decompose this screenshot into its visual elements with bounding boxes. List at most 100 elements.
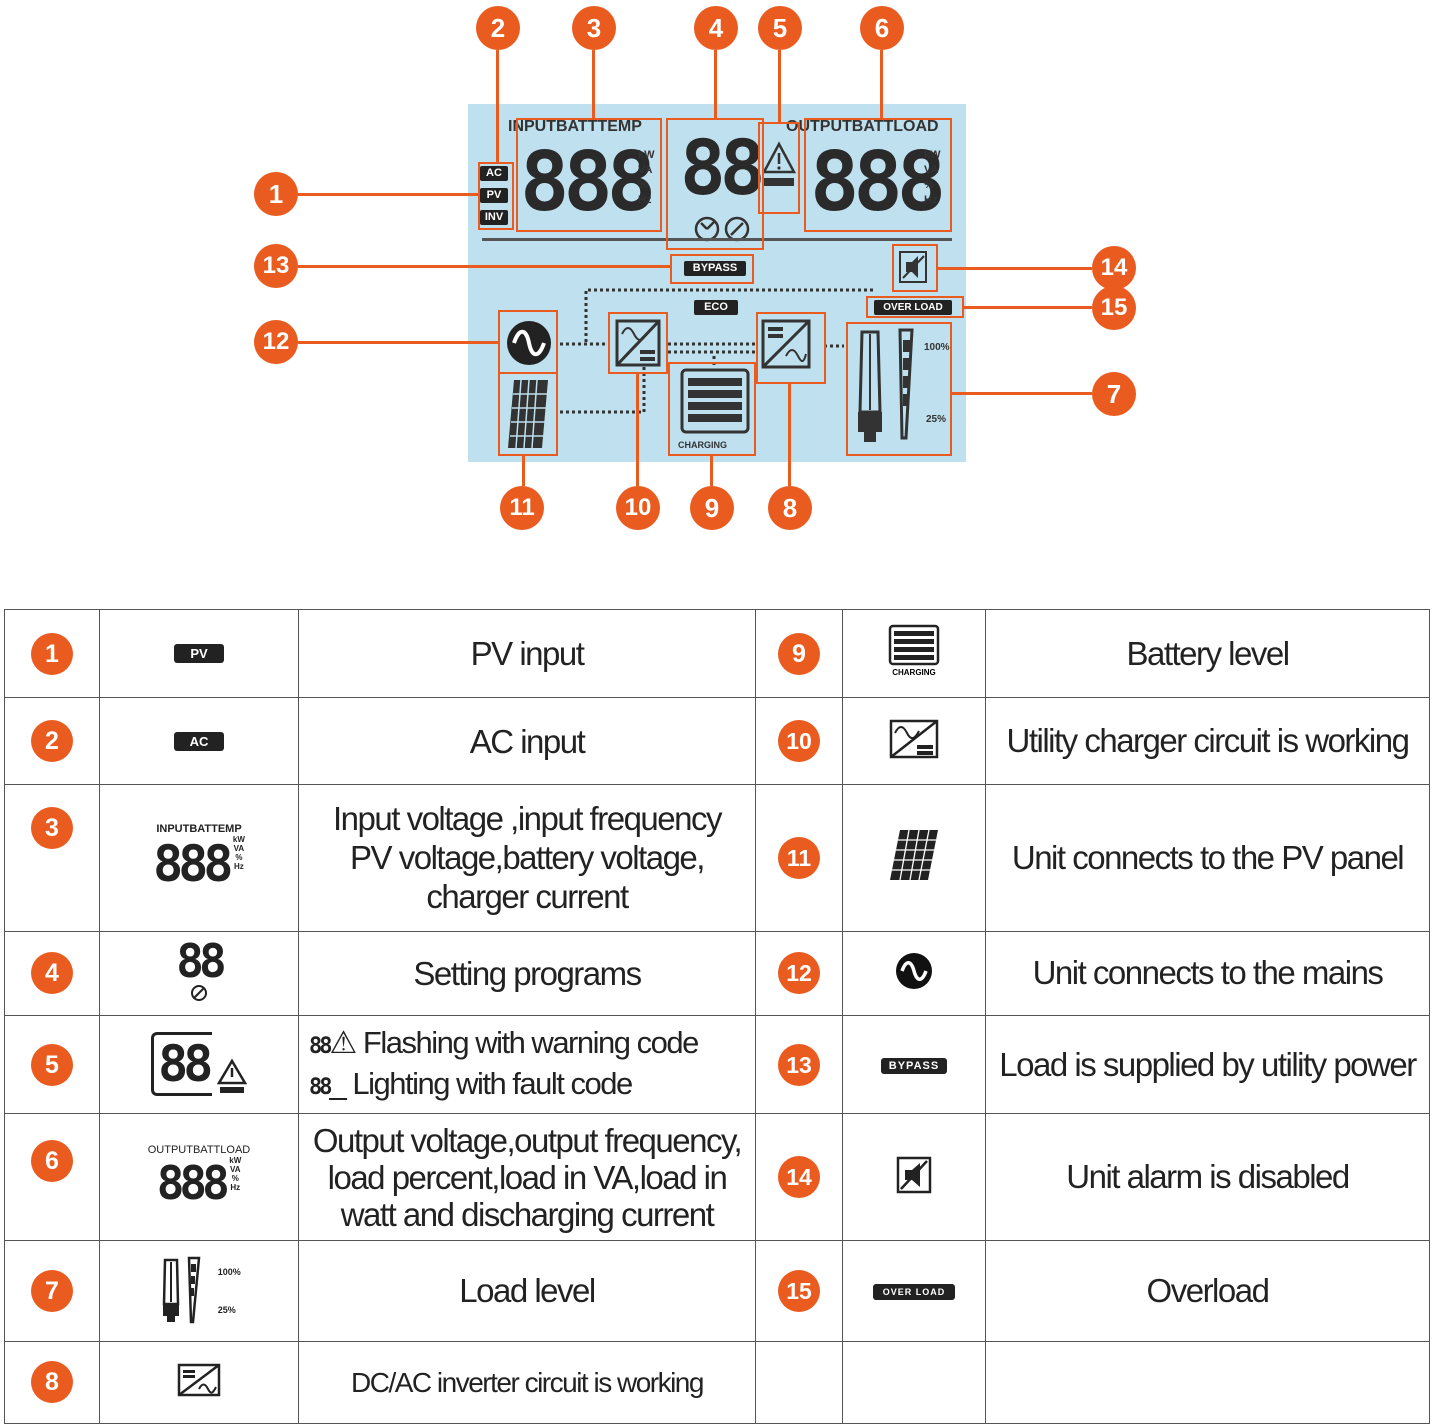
legend-row: 1 PV PV input 9 CHARGING Battery level xyxy=(4,608,1430,699)
ac-tag: AC xyxy=(480,166,508,181)
highlight-3 xyxy=(516,118,662,232)
empty-cell xyxy=(842,1340,986,1425)
legend-desc: Unit connects to the PV panel xyxy=(985,783,1430,932)
callout-10: 10 xyxy=(616,486,660,530)
legend-desc: Setting programs xyxy=(298,930,756,1016)
highlight-6 xyxy=(804,118,952,232)
leader-15 xyxy=(964,306,1092,309)
legend-desc: Overload xyxy=(985,1240,1430,1342)
highlight-7 xyxy=(846,322,952,456)
input-units: kW VA % Hz xyxy=(638,149,655,206)
pv-panel-icon xyxy=(890,830,938,881)
eco-tag: ECO xyxy=(694,300,738,315)
output-header: OUTPUTBATTLOAD xyxy=(786,118,939,135)
legend-badge: 5 xyxy=(31,1043,73,1086)
legend-row: 4 88 Setting programs 12 Unit connects t… xyxy=(4,930,1430,1016)
pv-tag: PV xyxy=(480,188,508,203)
warning-icon xyxy=(762,141,796,186)
legend-badge: 1 xyxy=(31,632,73,675)
overload-tag-icon: OVER LOAD xyxy=(872,1283,956,1300)
load-25-label: 25% xyxy=(926,414,947,425)
highlight-13 xyxy=(670,254,754,284)
legend-desc: Unit connects to the mains xyxy=(985,930,1430,1016)
highlight-11 xyxy=(498,372,558,456)
mains-icon xyxy=(896,952,932,989)
callout-12: 12 xyxy=(254,320,298,364)
leader-1 xyxy=(296,193,480,196)
highlight-5 xyxy=(758,122,800,214)
highlight-9 xyxy=(668,362,756,456)
warning-digits: 88 xyxy=(158,1035,213,1094)
empty-cell xyxy=(755,1340,843,1425)
leader-14 xyxy=(938,267,1092,270)
legend-badge: 14 xyxy=(778,1156,820,1199)
legend-row: 7 100% 25% Load level 15 OVER LOAD Overl… xyxy=(4,1240,1430,1342)
battery-icon: CHARGING xyxy=(888,624,940,677)
callout-9: 9 xyxy=(690,486,734,530)
mains-icon xyxy=(507,321,551,365)
inverter-circuit-icon xyxy=(761,319,811,369)
leader-12 xyxy=(298,341,500,344)
legend-badge: 3 xyxy=(31,806,73,849)
legend-table: 1 PV PV input 9 CHARGING Battery level 2… xyxy=(4,608,1430,1425)
load-level-icon xyxy=(858,328,914,442)
legend-row: 8 DC/AC inverter circuit is working xyxy=(4,1340,1430,1425)
legend-badge: 11 xyxy=(778,836,820,879)
legend-row: 5 88 88⚠ Flashing with warning code 88_ … xyxy=(4,1014,1430,1115)
legend-desc: 88⚠ Flashing with warning code 88_ Light… xyxy=(298,1014,756,1115)
pv-tag-icon: PV xyxy=(174,644,224,664)
leader-10 xyxy=(636,374,639,486)
legend-desc: PV input xyxy=(298,608,756,699)
leader-11 xyxy=(522,456,525,486)
callout-2: 2 xyxy=(476,6,520,50)
program-digits: 88 xyxy=(680,123,765,212)
load-level-labels: 100% 25% xyxy=(217,1266,241,1315)
highlight-1 xyxy=(478,162,514,230)
load-level-icon xyxy=(162,1256,201,1324)
battery-icon xyxy=(680,368,750,434)
leader-5 xyxy=(778,50,781,124)
legend-badge: 15 xyxy=(778,1269,820,1312)
output-digits: 888 xyxy=(810,135,946,230)
callout-8: 8 xyxy=(768,486,812,530)
warning-icon xyxy=(216,1058,248,1094)
leader-8 xyxy=(788,384,791,486)
leader-9 xyxy=(710,456,713,486)
legend-badge: 7 xyxy=(31,1269,73,1312)
leader-2 xyxy=(496,50,499,164)
charging-label: CHARGING xyxy=(892,668,936,677)
highlight-15 xyxy=(866,296,964,318)
highlight-4 xyxy=(666,118,764,250)
legend-badge: 6 xyxy=(31,1140,73,1183)
input-digits: 888 xyxy=(520,135,656,230)
inverter-circuit-icon xyxy=(177,1363,221,1397)
legend-desc: Input voltage ,input frequency PV voltag… xyxy=(298,783,756,932)
callout-1: 1 xyxy=(254,172,298,216)
highlight-8 xyxy=(756,312,826,384)
leader-7 xyxy=(952,392,1092,395)
setting-icon xyxy=(191,984,207,1001)
warning-bracket: 88 xyxy=(151,1032,213,1097)
legend-desc: DC/AC inverter circuit is working xyxy=(298,1340,756,1425)
callout-14: 14 xyxy=(1092,246,1136,290)
legend-desc: Load level xyxy=(298,1240,756,1342)
legend-desc: Load is supplied by utility power xyxy=(985,1014,1430,1115)
callout-7: 7 xyxy=(1092,372,1136,416)
callout-6: 6 xyxy=(860,6,904,50)
charging-label: CHARGING xyxy=(678,440,727,450)
ac-tag-icon: AC xyxy=(173,731,225,751)
output-units: kW VA % Hz xyxy=(924,149,941,206)
highlight-12 xyxy=(498,310,558,374)
callout-13: 13 xyxy=(254,244,298,288)
overload-tag: OVER LOAD xyxy=(874,300,952,315)
legend-badge: 8 xyxy=(31,1361,73,1404)
callout-3: 3 xyxy=(572,6,616,50)
pv-panel-icon xyxy=(508,379,548,449)
legend-badge: 4 xyxy=(31,952,73,995)
program-digits: 88 xyxy=(176,933,226,988)
highlight-14 xyxy=(892,244,938,292)
legend-desc: Utility charger circuit is working xyxy=(985,697,1430,785)
